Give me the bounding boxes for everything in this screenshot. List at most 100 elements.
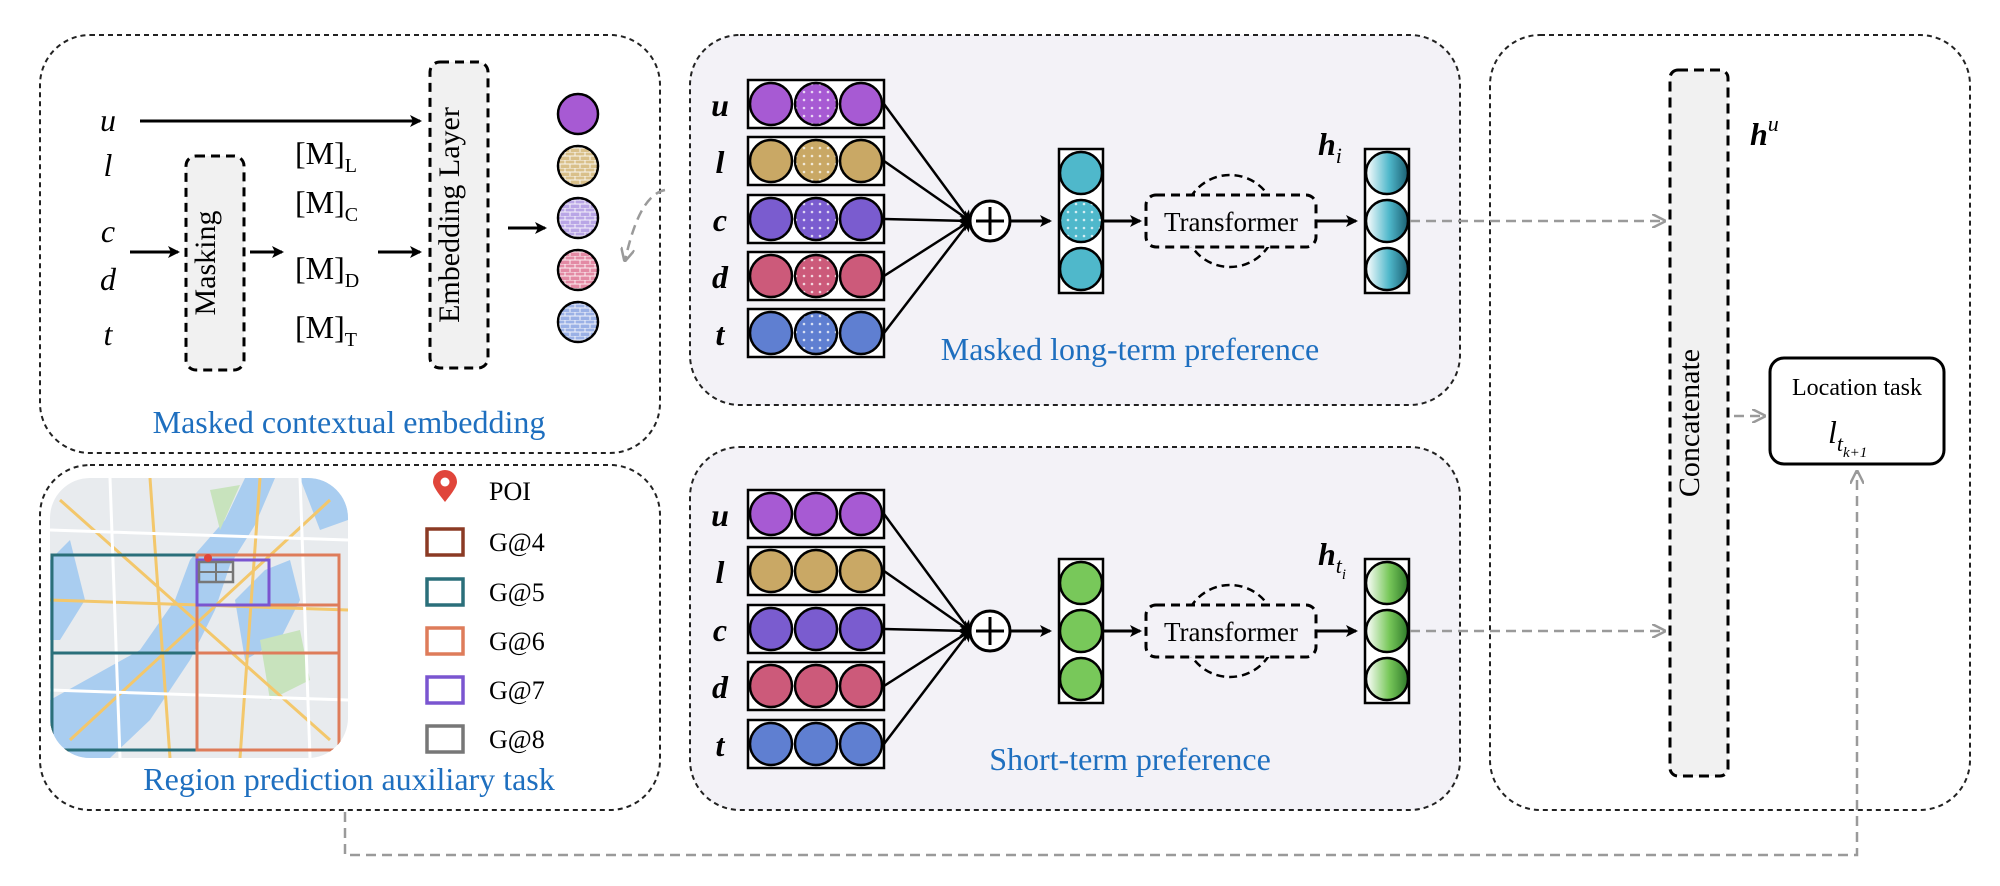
short-row-cell-l xyxy=(793,548,839,594)
short-fan-arrow-u xyxy=(882,513,972,633)
long-fan-arrow-l xyxy=(883,159,972,223)
embedding-caption: Masked contextual embedding xyxy=(153,404,546,440)
svg-text:hu: hu xyxy=(1750,111,1779,152)
long-masked-cell-texture xyxy=(796,313,836,353)
city-map-image xyxy=(50,478,348,758)
embedding-output-texture xyxy=(559,303,597,341)
short-vector-cell xyxy=(1058,608,1104,654)
long-row-cell-c xyxy=(748,196,794,242)
short-row-cell-u xyxy=(748,491,794,537)
embedding-input-u: u xyxy=(100,102,116,138)
long-row-cell-u xyxy=(748,81,794,127)
mask-token-sub: L xyxy=(345,155,357,177)
short-term-caption: Short-term preference xyxy=(989,741,1271,777)
long-vector-texture xyxy=(1061,201,1101,241)
mask-token-main: [M] xyxy=(295,135,345,171)
long-row-label-u: u xyxy=(711,87,729,123)
short-row-cell-d xyxy=(748,663,794,709)
hu-label: h xyxy=(1750,116,1768,152)
mask-token-L: [M]L xyxy=(295,135,357,177)
short-row-cell-l xyxy=(748,548,794,594)
long-row-cell-c xyxy=(838,196,884,242)
short-row-cell-u xyxy=(838,491,884,537)
embedding-input-c: c xyxy=(101,213,115,249)
short-h-subsub: i xyxy=(1342,567,1346,583)
embedding-feedback-arrow xyxy=(625,188,666,260)
mask-token-main: [M] xyxy=(295,309,345,345)
svg-text:hti: hti xyxy=(1318,536,1346,583)
embedding-input-t: t xyxy=(104,316,114,352)
short-row-cell-u xyxy=(793,491,839,537)
short-row-cell-d xyxy=(793,663,839,709)
legend-label-POI: POI xyxy=(489,477,531,506)
long-row-cell-t xyxy=(748,310,794,356)
embedding-output-texture xyxy=(559,199,597,237)
poi-pin-dot xyxy=(440,477,450,487)
short-hidden-cell xyxy=(1364,608,1410,654)
long-row-cell-u xyxy=(838,81,884,127)
short-h-label: h xyxy=(1318,536,1336,572)
long-row-cell-d xyxy=(838,253,884,299)
masking-label: Masking xyxy=(189,211,222,316)
embedding-layer-label: Embedding Layer xyxy=(433,107,466,323)
concatenate-label: Concatenate xyxy=(1673,349,1706,497)
legend-label-G@5: G@5 xyxy=(489,578,545,607)
legend-label-G@6: G@6 xyxy=(489,627,545,656)
short-row-cell-t xyxy=(793,721,839,767)
long-hidden-cell xyxy=(1364,150,1410,196)
masking-box xyxy=(184,154,246,372)
embedding-input-d: d xyxy=(100,261,117,297)
embedding-output-circle xyxy=(556,92,600,136)
short-hidden-cell xyxy=(1364,560,1410,606)
mask-token-main: [M] xyxy=(295,184,345,220)
long-vector-cell xyxy=(1058,246,1104,292)
long-fan-arrow-u xyxy=(882,103,972,223)
short-fan-arrow-c xyxy=(883,624,972,637)
short-transformer-label: Transformer xyxy=(1164,617,1298,647)
long-hidden-cell xyxy=(1364,198,1410,244)
concatenate-box xyxy=(1668,68,1730,778)
long-fan-arrow-d xyxy=(883,219,972,278)
long-row-cell-d xyxy=(748,253,794,299)
long-h-label: h xyxy=(1318,126,1336,162)
mask-token-main: [M] xyxy=(295,250,345,286)
short-row-cell-t xyxy=(748,721,794,767)
legend-box-G@5 xyxy=(425,577,465,607)
embedding-output-texture xyxy=(559,251,597,289)
short-row-cell-c xyxy=(793,606,839,652)
location-task-label: Location task xyxy=(1792,375,1922,401)
embedding-layer-box xyxy=(428,60,490,370)
location-sub: t xyxy=(1837,431,1844,456)
legend-box-G@8 xyxy=(425,724,465,754)
short-row-cell-t xyxy=(838,721,884,767)
long-h-sub: i xyxy=(1336,143,1342,168)
long-row-label-c: c xyxy=(713,202,727,238)
long-row-label-t: t xyxy=(716,316,726,352)
short-row-label-t: t xyxy=(716,727,726,763)
legend-box-G@4 xyxy=(425,527,465,557)
long-row-cell-t xyxy=(838,310,884,356)
location-task-box xyxy=(1768,356,1946,466)
hu-sup: u xyxy=(1768,111,1779,136)
short-vector-cell xyxy=(1058,560,1104,606)
output-panel: Concatenate hu Location task ltk+1 xyxy=(1489,34,1971,811)
location-subsub: k+1 xyxy=(1843,445,1867,461)
long-masked-cell-texture xyxy=(796,141,836,181)
region-caption: Region prediction auxiliary task xyxy=(143,761,554,797)
mask-token-sub: C xyxy=(345,204,358,226)
long-vector-cell xyxy=(1058,150,1104,196)
long-row-label-d: d xyxy=(712,259,729,295)
short-row-cell-c xyxy=(748,606,794,652)
short-fan-arrow-l xyxy=(883,569,972,633)
short-fan-arrow-d xyxy=(883,629,972,688)
region-to-location-arrow xyxy=(343,472,1857,857)
legend-label-G@8: G@8 xyxy=(489,725,545,754)
legend-box-G@6 xyxy=(425,626,465,656)
long-masked-cell-texture xyxy=(796,256,836,296)
long-masked-cell-texture xyxy=(796,84,836,124)
short-h-sub: t xyxy=(1336,553,1343,578)
short-row-cell-c xyxy=(838,606,884,652)
